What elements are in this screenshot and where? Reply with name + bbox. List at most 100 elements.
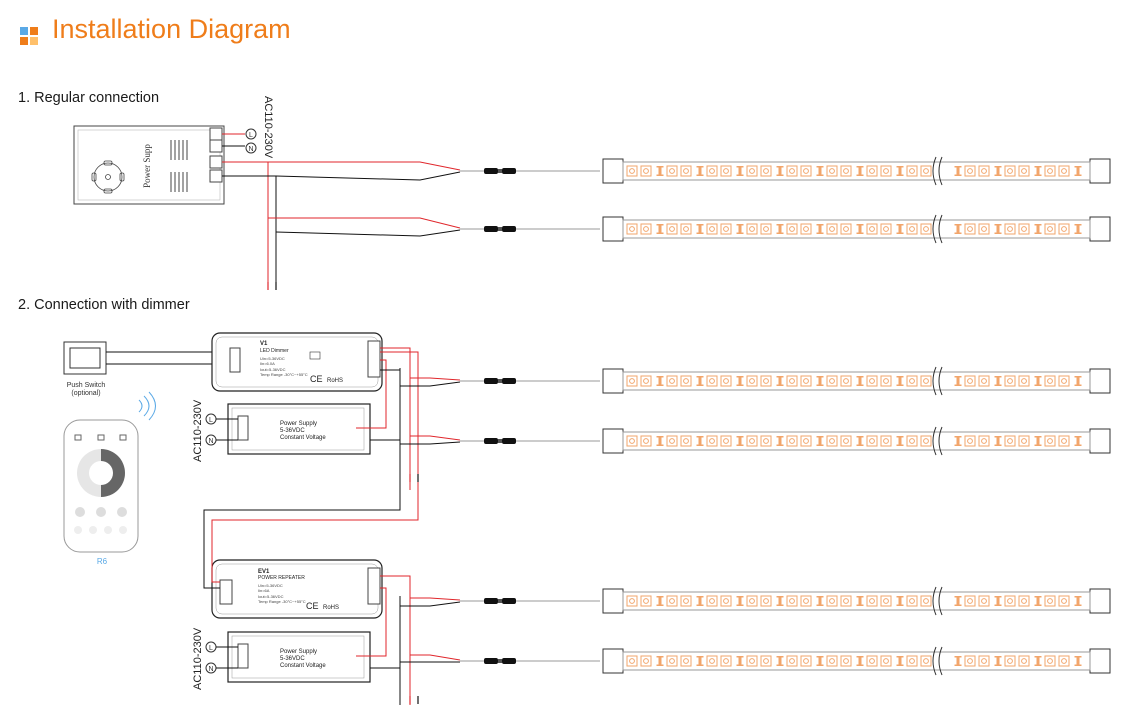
strip-led [746, 165, 758, 177]
remote-label: R6 [96, 557, 108, 566]
strip-led [680, 655, 692, 667]
svg-text:Temp Range -30°C~+55°C: Temp Range -30°C~+55°C [260, 372, 308, 377]
strip-led [978, 165, 990, 177]
strip-led [666, 595, 678, 607]
logo-square-2 [30, 27, 38, 35]
strip-led [826, 655, 838, 667]
svg-text:Iin=6A: Iin=6A [258, 588, 270, 593]
strip-led [1044, 435, 1056, 447]
strip-led [640, 375, 652, 387]
strip-led [640, 595, 652, 607]
strip-break-mark [932, 586, 943, 616]
strip-led [840, 223, 852, 235]
strip-end-cap [602, 588, 624, 614]
strip-connector [484, 378, 516, 384]
strip-led [920, 375, 932, 387]
svg-text:V1: V1 [260, 341, 268, 347]
strip-led [880, 223, 892, 235]
strip-led [800, 435, 812, 447]
strip-led [1044, 595, 1056, 607]
strip-end-cap [602, 368, 624, 394]
strip-led [978, 375, 990, 387]
strip-led [760, 595, 772, 607]
strip-led [1018, 595, 1030, 607]
svg-text:RoHS: RoHS [323, 605, 339, 611]
strip-led [1044, 655, 1056, 667]
strip-led [720, 595, 732, 607]
strip-led [964, 595, 976, 607]
strip-led [826, 375, 838, 387]
strip-led [906, 595, 918, 607]
strip-led [964, 435, 976, 447]
strip-led [706, 655, 718, 667]
strip-led [706, 435, 718, 447]
strip-break-mark [932, 426, 943, 456]
push-switch [63, 341, 228, 375]
svg-text:RoHS: RoHS [327, 378, 343, 384]
led-strip [460, 214, 1111, 244]
strip-led [626, 165, 638, 177]
strip-led [1058, 375, 1070, 387]
strip-break-mark [932, 366, 943, 396]
strip-led [920, 223, 932, 235]
strip-connector [484, 658, 516, 664]
wires-section-2 [203, 347, 461, 705]
svg-text:5-36VDC: 5-36VDC [280, 428, 305, 434]
strip-led [978, 435, 990, 447]
strip-led [840, 435, 852, 447]
ac-label-section-1: AC110-230V [262, 96, 274, 159]
strip-led [1044, 375, 1056, 387]
strip-led [906, 375, 918, 387]
strip-led [920, 165, 932, 177]
strip-break-mark [932, 156, 943, 186]
strip-led [1044, 165, 1056, 177]
power-repeater-ev1: EV1 POWER REPEATER Uin=5-36VDC Iin=6A Io… [211, 559, 383, 619]
strip-led [866, 223, 878, 235]
strip-led [840, 595, 852, 607]
power-supply-1: Power Supply 5-36VDC Constant Voltage L … [205, 403, 371, 455]
strip-led [786, 375, 798, 387]
strip-led [786, 223, 798, 235]
strip-led [1018, 435, 1030, 447]
logo-square-3 [20, 37, 28, 45]
strip-led [880, 595, 892, 607]
svg-text:Iout=5-36VDC: Iout=5-36VDC [260, 367, 286, 372]
led-strip [460, 646, 1111, 676]
svg-text:Iin=6.0A: Iin=6.0A [260, 361, 275, 366]
strip-led [866, 375, 878, 387]
strip-led [800, 223, 812, 235]
ac-input-section-1: L N [222, 128, 257, 154]
strip-led [706, 223, 718, 235]
strip-led [826, 165, 838, 177]
svg-text:CE: CE [310, 374, 323, 384]
strip-led [640, 435, 652, 447]
svg-text:Power Supply: Power Supply [280, 421, 317, 427]
strip-led [964, 223, 976, 235]
strip-end-cap [1089, 588, 1111, 614]
strip-led [746, 655, 758, 667]
svg-text:Constant Voltage: Constant Voltage [280, 663, 326, 669]
strip-led [866, 435, 878, 447]
strip-led [1058, 223, 1070, 235]
strip-led [866, 165, 878, 177]
strip-led [1018, 223, 1030, 235]
strip-led [666, 223, 678, 235]
strip-led [1004, 435, 1016, 447]
strip-break-mark [932, 646, 943, 676]
strip-led [978, 595, 990, 607]
led-strip [460, 366, 1111, 396]
strip-led [978, 223, 990, 235]
strip-led [786, 655, 798, 667]
strip-led [1044, 223, 1056, 235]
strip-led [680, 375, 692, 387]
svg-text:Uin=5-36VDC: Uin=5-36VDC [260, 356, 285, 361]
strip-led [1058, 165, 1070, 177]
strip-led [760, 223, 772, 235]
strip-led [786, 165, 798, 177]
strip-end-cap [1089, 368, 1111, 394]
strip-led [1058, 655, 1070, 667]
strip-led [906, 655, 918, 667]
strip-led [666, 165, 678, 177]
strip-end-cap [602, 216, 624, 242]
